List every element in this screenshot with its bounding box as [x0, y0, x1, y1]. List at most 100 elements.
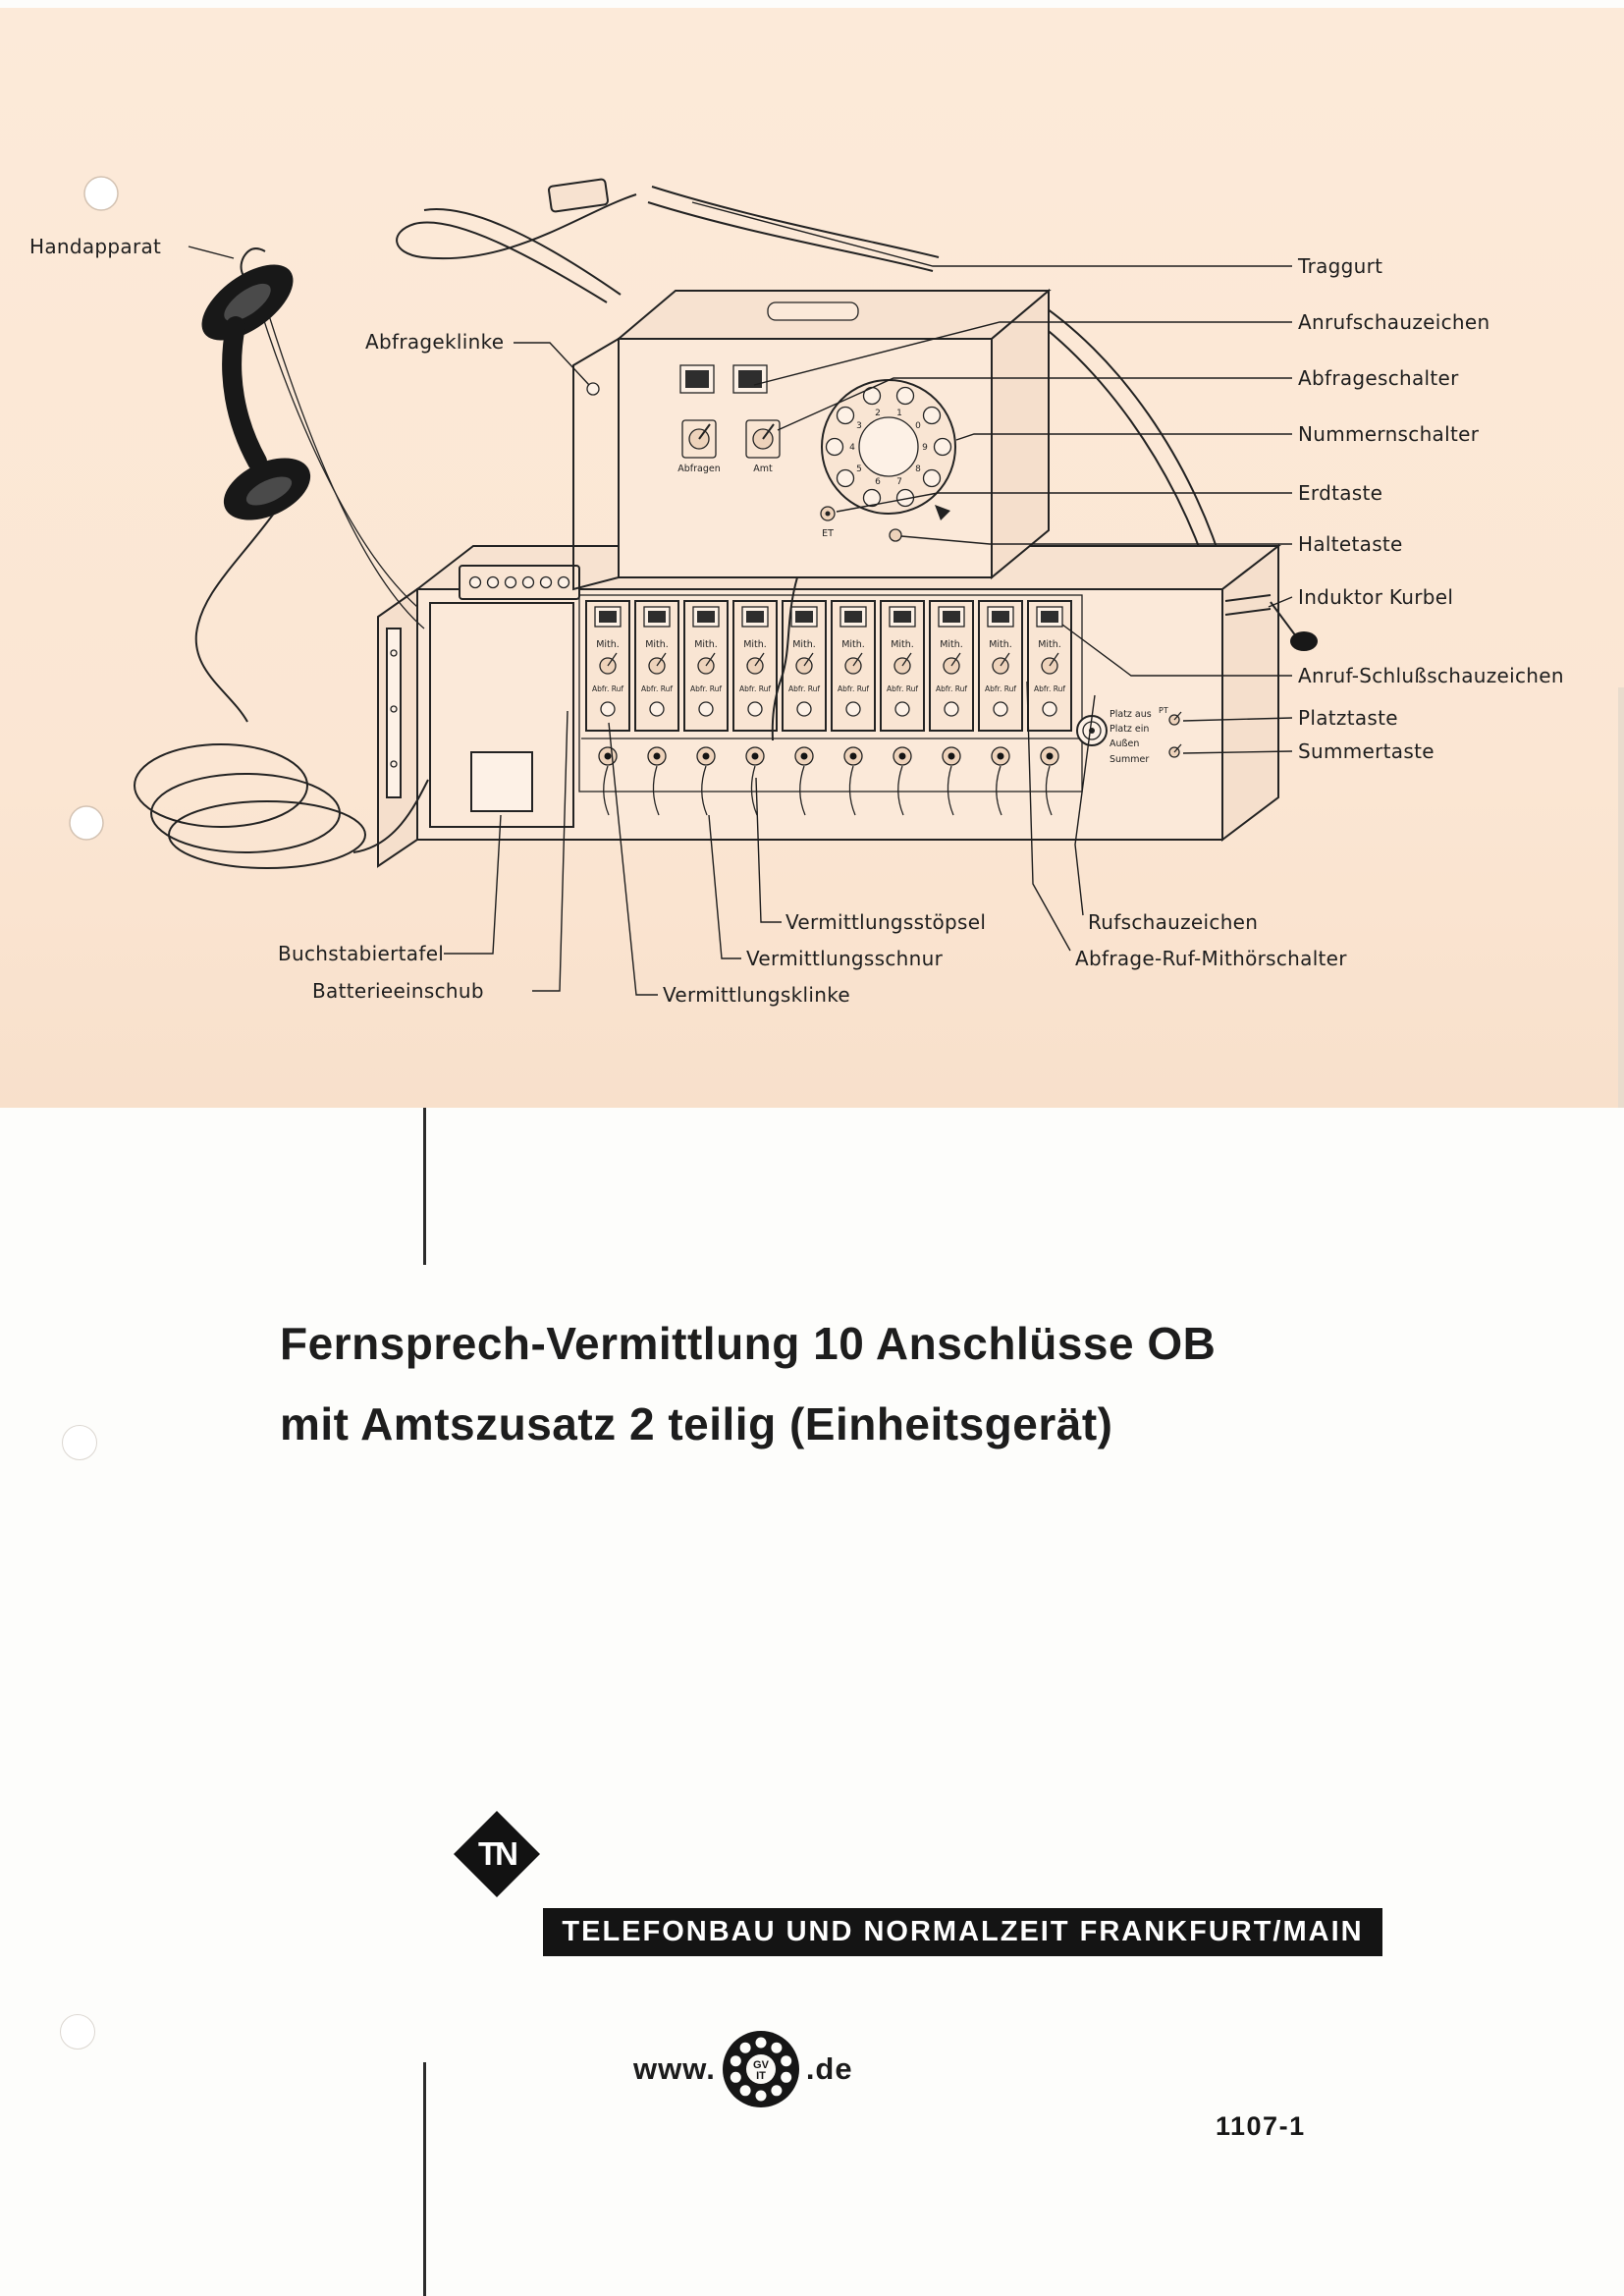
dial-digit: 5: [856, 465, 862, 474]
line-strips: Mith. Abfr. Ruf Mith. Abfr. Ruf: [585, 600, 1072, 816]
label-anrufschauzeichen: Anrufschauzeichen: [1298, 310, 1489, 334]
callout-vermittlungsschnur: [708, 814, 741, 959]
label-anruf-schlussschauzeichen: Anruf-Schlußschauzeichen: [1298, 664, 1564, 687]
stamp-dial-line2: IT: [756, 2070, 766, 2082]
operator-cord: [771, 576, 798, 741]
callout-batterieeinschub: [532, 710, 568, 992]
callout-anrufschauzeichen: [753, 321, 1292, 386]
callout-platztaste: [1182, 717, 1293, 722]
jack-strip: Mith. Abfr. Ruf: [880, 600, 925, 816]
jack-strip: Mith. Abfr. Ruf: [782, 600, 827, 816]
label-summer: Summer: [1110, 754, 1149, 765]
callout-abfrageschalter: [777, 377, 1292, 431]
jack-strip: Mith. Abfr. Ruf: [978, 600, 1023, 816]
tn-diamond-logo: TN: [450, 1807, 544, 1901]
punch-hole: [60, 2014, 95, 2050]
jack-strip: Mith. Abfr. Ruf: [1027, 600, 1072, 816]
label-summertaste: Summertaste: [1298, 739, 1435, 763]
label-pt: PT: [1159, 706, 1168, 715]
label-erdtaste: Erdtaste: [1298, 481, 1382, 505]
diagram-labels: Handapparat Abfrageklinke Traggurt Anruf…: [29, 235, 1564, 1007]
jack-strip: Mith. Abfr. Ruf: [683, 600, 729, 816]
callout-lines: [188, 201, 1293, 996]
label-vermittlungsklinke: Vermittlungsklinke: [663, 983, 850, 1007]
callout-anruf-schlussschauzeichen: [1061, 624, 1292, 677]
page-title: Fernsprech-Vermittlung 10 Anschlüsse OB …: [280, 1303, 1360, 1464]
callout-haltetaste: [900, 535, 1292, 545]
rotary-dial: 1 2 3 4 5 6 7 8 9 0: [821, 379, 956, 520]
web-stamp: www. GV IT .de: [633, 2025, 853, 2113]
label-platztaste: Platztaste: [1298, 706, 1398, 730]
callout-buchstabiertafel: [444, 814, 502, 955]
strip-label-abfr-ruf: Abfr. Ruf: [985, 684, 1016, 693]
dial-digit: 4: [849, 443, 855, 453]
callout-rufschauzeichen: [1074, 694, 1096, 916]
vertical-rule-top: [423, 1108, 426, 1265]
label-traggurt: Traggurt: [1297, 254, 1382, 278]
strip-label-abfr-ruf: Abfr. Ruf: [887, 684, 918, 693]
callout-erdtaste: [836, 492, 1292, 513]
label-nummernschalter: Nummernschalter: [1298, 422, 1480, 446]
stamp-dial-line1: GV: [753, 2059, 770, 2071]
strip-label-abfr-ruf: Abfr. Ruf: [592, 684, 623, 693]
label-aussen: Außen: [1110, 738, 1139, 749]
dial-digit: 2: [875, 409, 881, 418]
callout-abfrageklinke: [514, 342, 590, 386]
callout-vermittlungsklinke: [608, 722, 658, 996]
label-platz-aus: Platz aus: [1110, 709, 1152, 720]
label-amt: Amt: [753, 464, 773, 474]
hold-key: [889, 528, 902, 542]
strip-label-abfr-ruf: Abfr. Ruf: [641, 684, 673, 693]
punch-hole: [83, 176, 119, 211]
strip-label-mith: Mith.: [841, 639, 865, 650]
tn-monogram: TN: [478, 1835, 516, 1872]
strip-label-abfr-ruf: Abfr. Ruf: [690, 684, 722, 693]
dial-digit: 1: [896, 409, 902, 418]
earth-key: ET: [820, 506, 836, 539]
page-number: 1107-1: [1216, 2111, 1306, 2141]
label-batterieeinschub: Batterieeinschub: [312, 979, 484, 1003]
dial-digit: 6: [875, 477, 881, 487]
dial-digit: 9: [922, 443, 928, 453]
label-vermittlungsstoepsel: Vermittlungsstöpsel: [785, 910, 986, 934]
dial-digit: 3: [856, 421, 862, 431]
dial-digit: 8: [915, 465, 921, 474]
stamp-www: www.: [633, 2051, 716, 2086]
strip-label-abfr-ruf: Abfr. Ruf: [1034, 684, 1065, 693]
label-vermittlungsschnur: Vermittlungsschnur: [746, 947, 944, 970]
strip-label-mith: Mith.: [940, 639, 963, 650]
strip-label-mith: Mith.: [792, 639, 816, 650]
terminal-block: [459, 565, 580, 600]
strip-label-mith: Mith.: [743, 639, 767, 650]
callout-induktor-kurbel: [1268, 596, 1293, 608]
label-abfragen: Abfragen: [677, 464, 721, 474]
strip-label-abfr-ruf: Abfr. Ruf: [838, 684, 869, 693]
abfrageklinke-jack: [586, 382, 600, 396]
spelling-table-plate: [470, 751, 533, 812]
callout-vermittlungsstoepsel: [755, 777, 782, 923]
label-buchstabiertafel: Buchstabiertafel: [278, 942, 444, 965]
label-abfrage-ruf-mithoerschalter: Abfrage-Ruf-Mithörschalter: [1075, 947, 1347, 970]
strip-label-abfr-ruf: Abfr. Ruf: [739, 684, 771, 693]
jack-strip: Mith. Abfr. Ruf: [831, 600, 876, 816]
label-rufschauzeichen: Rufschauzeichen: [1088, 910, 1258, 934]
dial-finger-stop: [935, 505, 950, 520]
page-title-line1: Fernsprech-Vermittlung 10 Anschlüsse OB: [280, 1317, 1217, 1369]
label-handapparat: Handapparat: [29, 235, 161, 258]
page-title-line2: mit Amtszusatz 2 teilig (Einheitsgerät): [280, 1397, 1113, 1449]
handset: [134, 247, 429, 869]
callout-traggurt: [691, 201, 1292, 267]
jack-strip: Mith. Abfr. Ruf: [929, 600, 974, 816]
amt-switch: Amt: [745, 419, 781, 474]
dial-digit: 0: [915, 421, 921, 431]
label-abfrageschalter: Abfrageschalter: [1298, 366, 1459, 390]
rotary-dial-icon: GV IT: [722, 2031, 799, 2107]
manufacturer-banner: TELEFONBAU UND NORMALZEIT FRANKFURT/MAIN: [543, 1908, 1382, 1956]
label-haltetaste: Haltetaste: [1298, 532, 1403, 556]
lower-unit: Mith. Abfr. Ruf Mith. Abfr. Ruf: [377, 543, 1318, 868]
label-et: ET: [822, 528, 834, 539]
tn-logo-icon: TN: [454, 1811, 540, 1897]
inductor-crank: [1224, 594, 1318, 651]
battery-drawer: [429, 602, 574, 828]
